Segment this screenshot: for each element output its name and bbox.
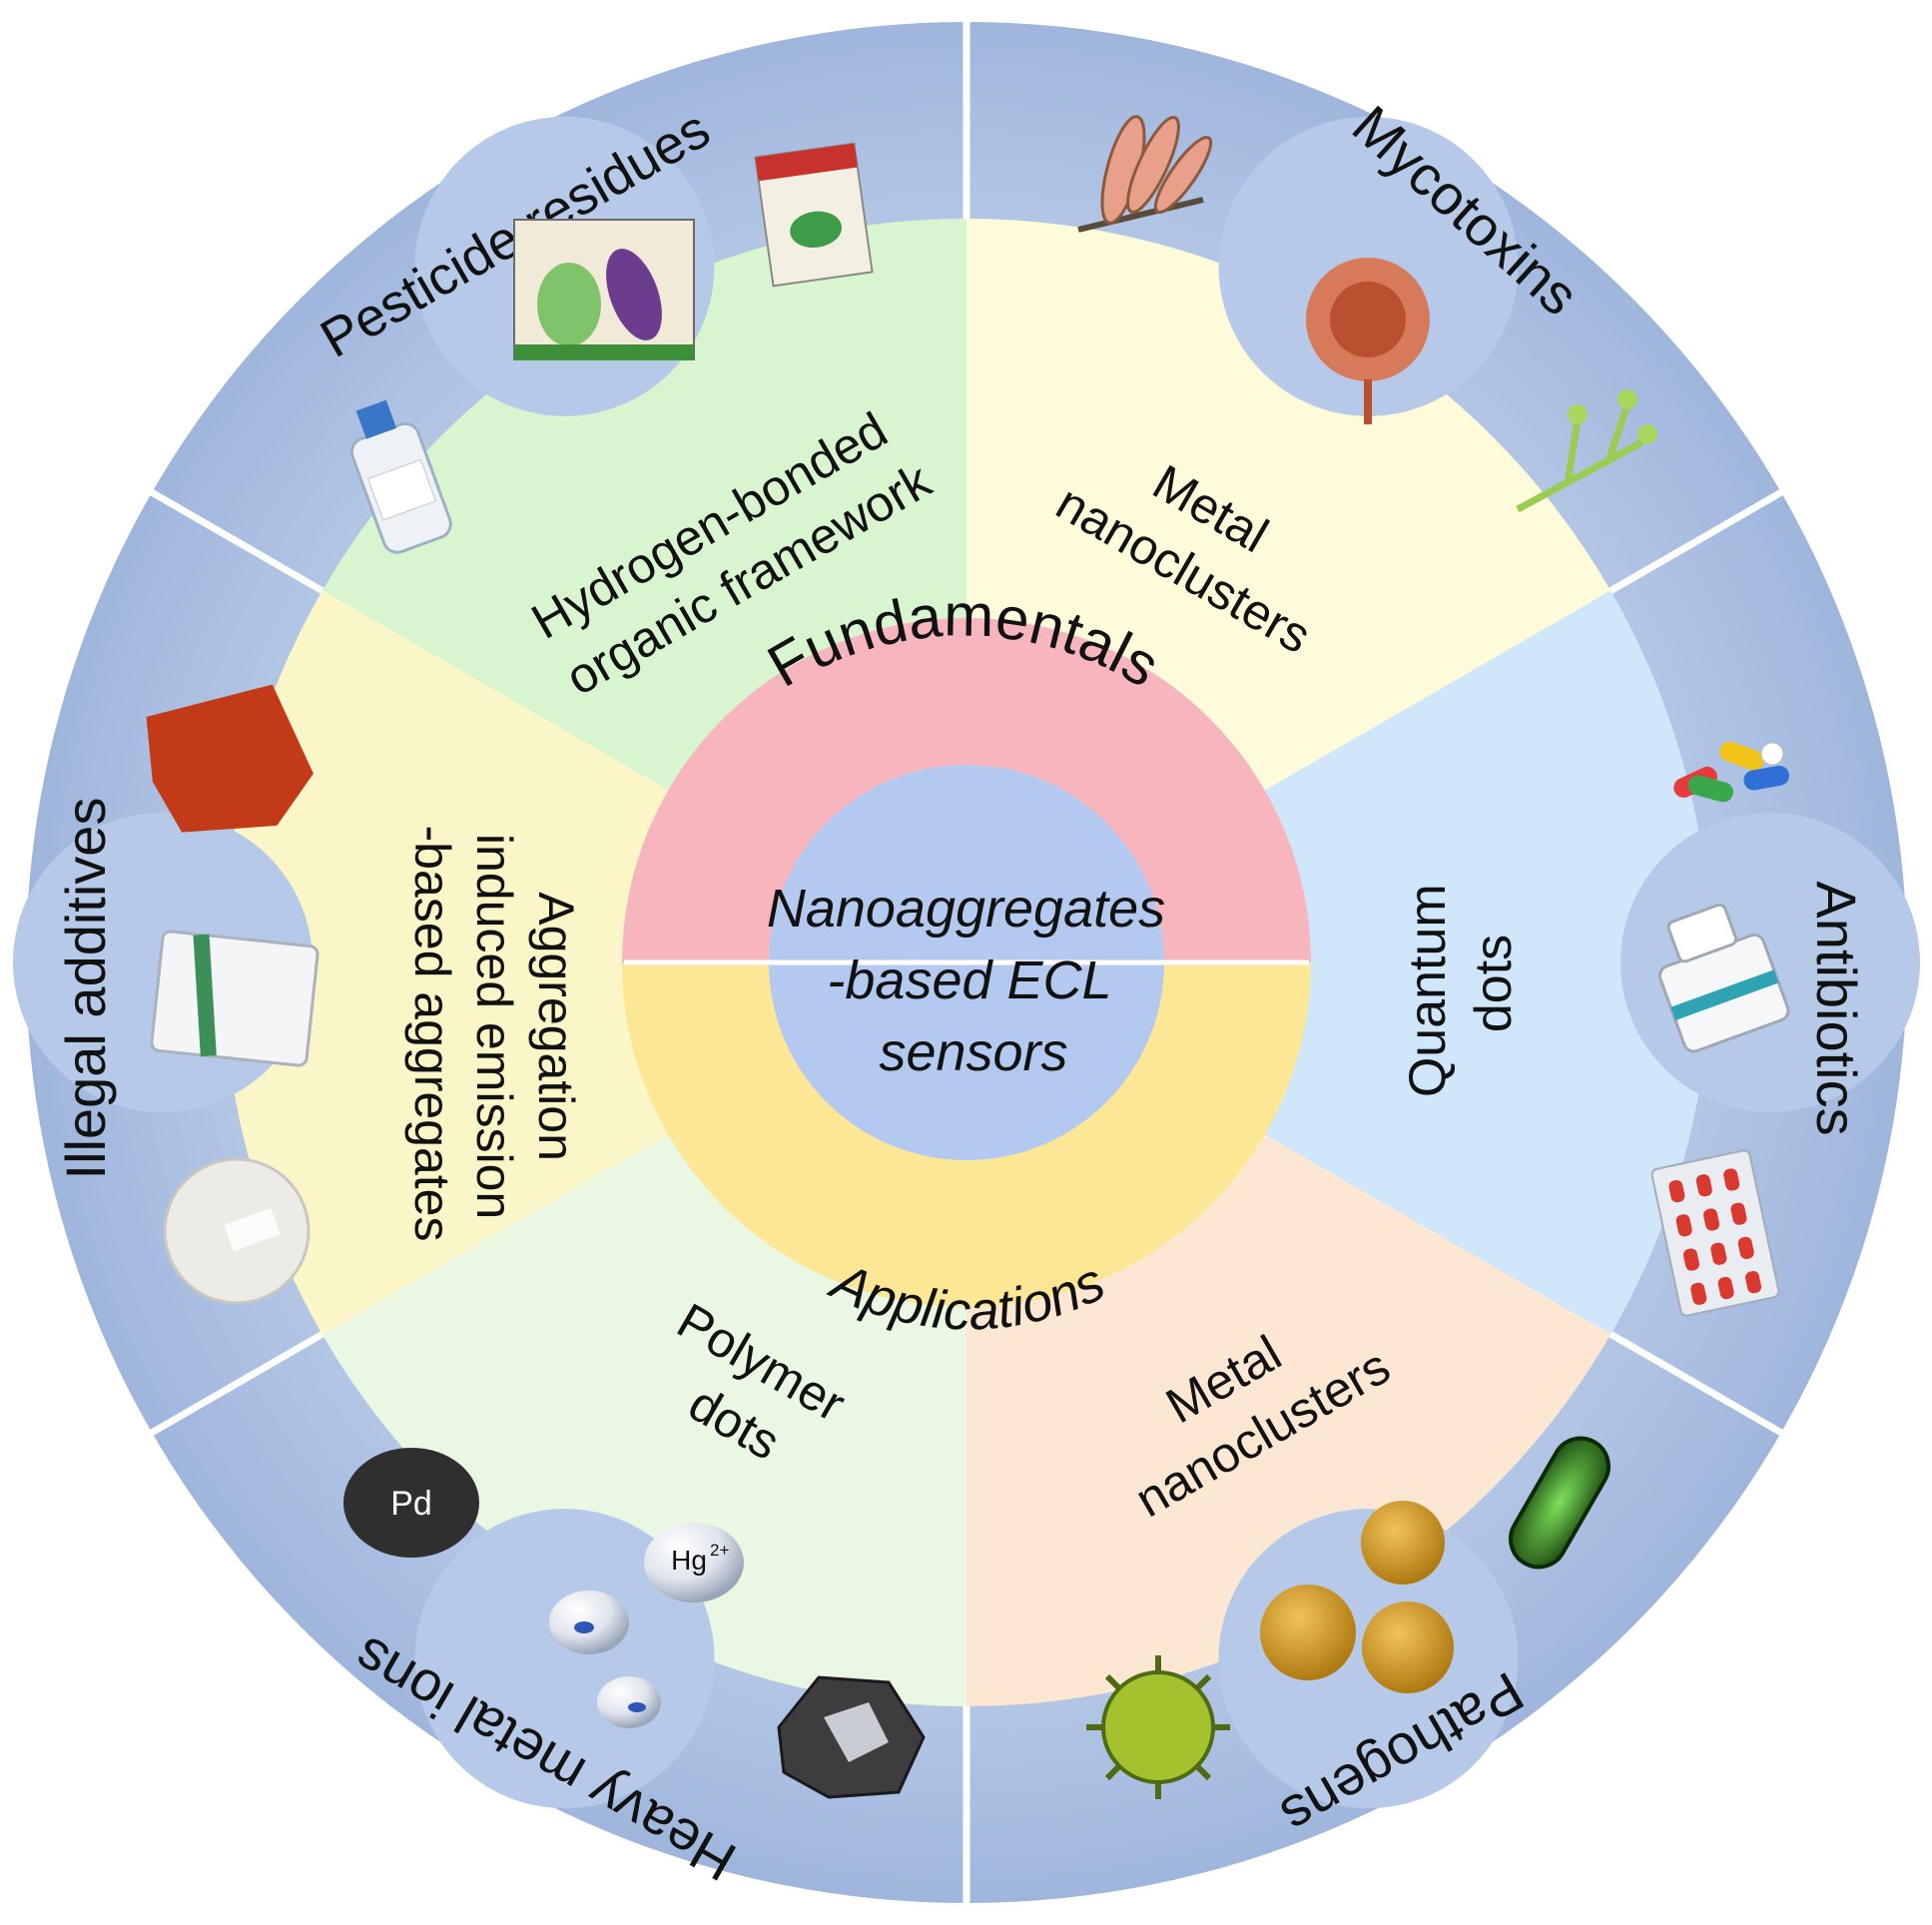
vegetable-spraying-icon bbox=[513, 219, 695, 360]
mold-hyphae-icon bbox=[1077, 115, 1213, 233]
pesticide-packet-icon bbox=[754, 142, 874, 288]
material-aie-label: Aggregation induced emission -based aggr… bbox=[404, 826, 584, 1242]
red-powder-icon bbox=[146, 684, 314, 833]
fundamentals-ring-half bbox=[622, 618, 1311, 962]
svg-text:Quantum dots: Quantum dots bbox=[1399, 870, 1523, 1097]
virus-icon bbox=[1086, 1655, 1230, 1799]
capsule-pile-icon bbox=[1673, 741, 1790, 803]
palladium-powder-icon: Pd bbox=[343, 1448, 479, 1558]
pesticide-bottle-icon bbox=[349, 399, 452, 554]
applications-ring-half bbox=[622, 962, 1311, 1307]
spore-cluster-icon bbox=[1260, 1501, 1454, 1693]
mercury-droplets-icon: Hg 2+ bbox=[549, 1523, 744, 1728]
antibiotic-bottle-icon bbox=[1657, 903, 1790, 1053]
analyte-illegal-additives-label: Illegal additives bbox=[54, 798, 117, 1180]
material-quantum-dots-label: Quantum dots bbox=[1399, 870, 1523, 1097]
pill-blister-icon bbox=[1650, 1149, 1780, 1317]
aspergillus-icon bbox=[1306, 258, 1430, 424]
center-title: Nanoaggregates -based ECL sensors bbox=[767, 879, 1180, 1082]
bacterium-icon bbox=[1509, 1436, 1610, 1570]
metal-nugget-icon bbox=[777, 1675, 926, 1799]
inner-ring bbox=[622, 618, 1311, 1307]
svg-text:Hg: Hg bbox=[671, 1545, 707, 1576]
additive-bag-icon bbox=[150, 930, 320, 1067]
material-sector-aie bbox=[222, 590, 966, 1335]
svg-text:Pd: Pd bbox=[390, 1485, 432, 1523]
svg-text:Antibiotics: Antibiotics bbox=[1805, 881, 1868, 1135]
outer-lobe bbox=[414, 1509, 715, 1809]
penicillium-icon bbox=[1516, 389, 1657, 513]
analyte-antibiotics-label: Antibiotics bbox=[1805, 881, 1868, 1135]
material-sector-quantum-dots bbox=[966, 590, 1711, 1335]
white-powder-icon bbox=[163, 1157, 311, 1305]
svg-text:2+: 2+ bbox=[710, 1541, 729, 1560]
svg-text:Aggregation induced emis: Aggregation induced emission -based aggr… bbox=[404, 826, 584, 1242]
svg-text:Illegal additives: Illegal additives bbox=[54, 798, 117, 1180]
